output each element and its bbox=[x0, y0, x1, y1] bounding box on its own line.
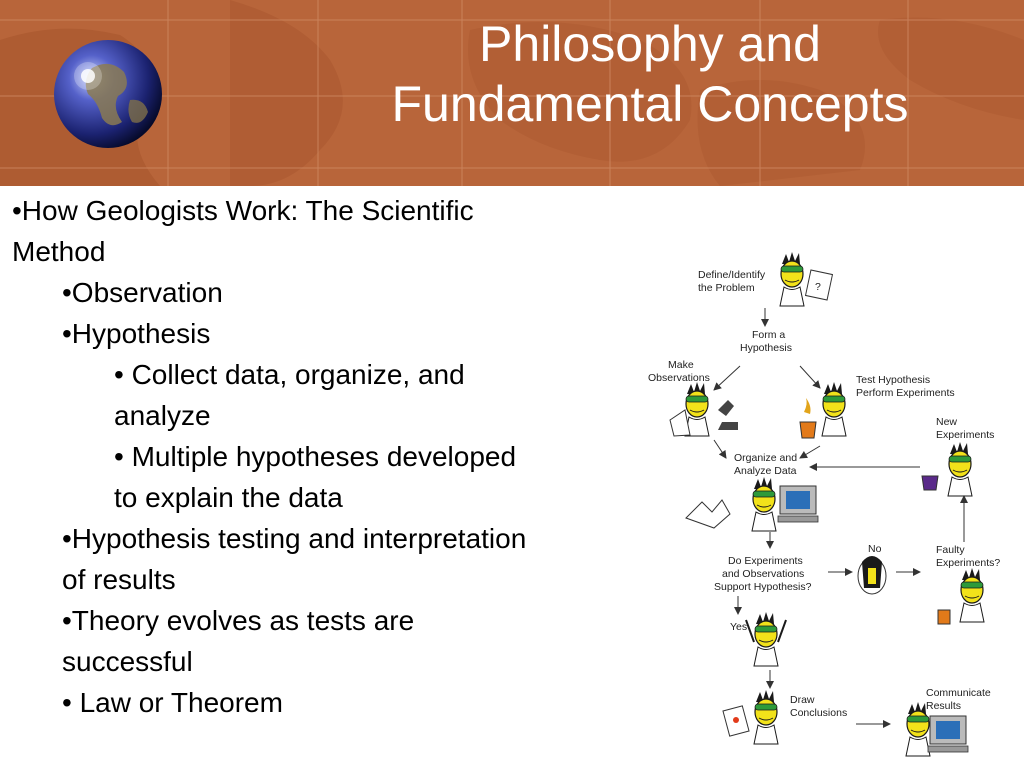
bullet-observation: •Observation bbox=[62, 277, 223, 308]
step-draw-conclusions: Draw Conclusions bbox=[722, 689, 847, 745]
bullet-multiple-hypotheses: • Multiple hypotheses developed bbox=[114, 441, 517, 472]
label-test-2: Perform Experiments bbox=[856, 387, 955, 399]
step-faulty-experiments: Faulty Experiments? bbox=[936, 544, 1000, 625]
label-observations-1: Make bbox=[668, 359, 694, 371]
header-banner: Philosophy and Fundamental Concepts bbox=[0, 0, 1024, 186]
bullet-how-geologists-work: •How Geologists Work: The Scientific bbox=[12, 195, 474, 226]
step-support-hypothesis: Do Experiments and Observations Support … bbox=[714, 555, 812, 593]
label-no: No bbox=[868, 543, 882, 555]
label-faulty-1: Faulty bbox=[936, 544, 965, 556]
step-communicate-results: Communicate Results bbox=[905, 687, 991, 757]
title-line-2: Fundamental Concepts bbox=[391, 76, 909, 132]
label-new-1: New bbox=[936, 416, 957, 428]
label-define-1: Define/Identify bbox=[698, 269, 766, 281]
label-faulty-2: Experiments? bbox=[936, 557, 1000, 569]
bullet-collect-data-cont: analyze bbox=[114, 400, 211, 431]
step-test-hypothesis: Test Hypothesis Perform Experiments bbox=[799, 374, 955, 439]
label-communicate-1: Communicate bbox=[926, 687, 991, 699]
label-draw-2: Conclusions bbox=[790, 707, 847, 719]
step-define-problem: Define/Identify the Problem ? bbox=[698, 251, 834, 307]
label-support-2: and Observations bbox=[722, 568, 804, 580]
step-yes bbox=[745, 611, 787, 667]
scientist-new-experiment-icon bbox=[947, 441, 973, 497]
globe-icon bbox=[54, 40, 162, 148]
label-organize-2: Analyze Data bbox=[734, 465, 797, 477]
bullet-hypothesis-testing: •Hypothesis testing and interpretation bbox=[62, 523, 527, 554]
bullet-hypothesis-testing-cont: of results bbox=[62, 564, 176, 595]
bullet-how-geologists-work-cont: Method bbox=[12, 236, 106, 267]
label-yes: Yes bbox=[730, 621, 747, 633]
step-new-experiments: New Experiments bbox=[921, 416, 994, 497]
bullet-theory-evolves: •Theory evolves as tests are bbox=[62, 605, 415, 636]
label-hypothesis-1: Form a bbox=[752, 329, 785, 341]
label-support-1: Do Experiments bbox=[728, 555, 803, 567]
label-support-3: Support Hypothesis? bbox=[714, 581, 812, 593]
label-define-2: the Problem bbox=[698, 282, 755, 294]
scientific-method-diagram: Define/Identify the Problem ? Form a Hyp… bbox=[648, 251, 1000, 757]
scientist-conclusion-icon bbox=[753, 689, 779, 745]
label-communicate-2: Results bbox=[926, 700, 961, 712]
scientist-cheering-icon bbox=[753, 611, 779, 667]
step-make-observations: Make Observations bbox=[648, 359, 738, 437]
title-line-1: Philosophy and bbox=[479, 16, 821, 72]
label-organize-1: Organize and bbox=[734, 452, 797, 464]
step-no bbox=[857, 556, 887, 595]
scientist-experiment-icon bbox=[821, 381, 847, 437]
label-test-1: Test Hypothesis bbox=[856, 374, 930, 386]
bullet-hypothesis: •Hypothesis bbox=[62, 318, 211, 349]
bullet-multiple-hypotheses-cont: to explain the data bbox=[114, 482, 343, 513]
scientist-thinking-icon bbox=[779, 251, 805, 307]
label-draw-1: Draw bbox=[790, 694, 815, 706]
bullet-theory-evolves-cont: successful bbox=[62, 646, 193, 677]
label-observations-2: Observations bbox=[648, 372, 710, 384]
step-organize-data: Organize and Analyze Data bbox=[685, 452, 819, 532]
scientist-faulty-icon bbox=[959, 567, 985, 623]
slide-title: Philosophy and Fundamental Concepts bbox=[300, 14, 1000, 134]
bullet-collect-data: • Collect data, organize, and bbox=[114, 359, 465, 390]
label-hypothesis-2: Hypothesis bbox=[740, 342, 792, 354]
question-mark: ? bbox=[815, 281, 821, 293]
bullet-law-or-theorem: • Law or Theorem bbox=[62, 687, 283, 718]
scientist-computer-icon bbox=[751, 476, 777, 532]
label-new-2: Experiments bbox=[936, 429, 994, 441]
